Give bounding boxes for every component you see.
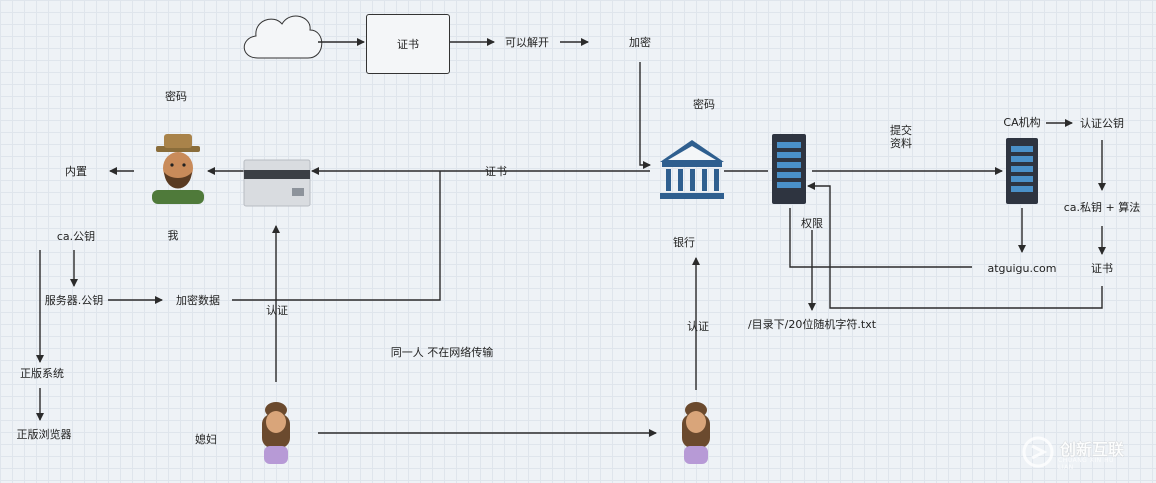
connectors [36,38,1106,437]
server-pubkey-label: 服务器.公钥 [44,294,104,307]
ca-org-label: CA机构 [1003,116,1041,129]
server-icon [772,134,806,204]
watermark: 创新互联 CHUANG XIN HU LIAN [1020,436,1125,471]
certificate-box: 证书 [366,14,450,74]
genuine-browser-label: 正版浏览器 [16,428,72,441]
certificate-box-label: 证书 [397,38,419,51]
permission-label: 权限 [801,217,823,230]
verify-bank-label: 认证 [687,320,709,333]
verify-label: 认证 [266,304,288,317]
encrypted-data-label: 加密数据 [176,294,220,307]
domain-label: atguigu.com [987,262,1057,275]
me-label: 我 [167,229,179,242]
builtin-label: 内置 [65,165,87,178]
submit-info-label: 提交 资料 [890,124,912,150]
verify-pubkey-label: 认证公钥 [1080,117,1124,130]
ca-privkey-algo-label: ca.私钥 + 算法 [1063,201,1141,214]
woman-avatar-icon [262,402,290,464]
wife-label: 媳妇 [195,433,217,446]
password-me-label: 密码 [165,90,187,103]
bank-label: 银行 [673,236,695,249]
cloud-icon [243,15,323,59]
ca-server-icon [1006,138,1038,204]
password-bank-label: 密码 [693,98,715,111]
watermark-text: 创新互联 [1060,440,1125,459]
ca-pubkey-label: ca.公钥 [56,230,96,243]
man-avatar-icon [152,134,204,204]
can-decrypt-label: 可以解开 [505,36,549,49]
genuine-system-label: 正版系统 [20,367,64,380]
woman-avatar-icon [682,402,710,464]
certificate-right-label: 证书 [1091,262,1113,275]
watermark-logo-icon [1022,436,1054,468]
watermark-subtext: CHUANG XIN HU LIAN [1058,457,1114,471]
random-file-label: /目录下/20位随机字符.txt [747,318,877,331]
same-person-label: 同一人 不在网络传输 [390,346,494,359]
certificate-line-label: 证书 [485,165,507,178]
card-icon [243,159,311,207]
encrypt-label: 加密 [629,36,651,49]
bank-icon [660,140,724,199]
